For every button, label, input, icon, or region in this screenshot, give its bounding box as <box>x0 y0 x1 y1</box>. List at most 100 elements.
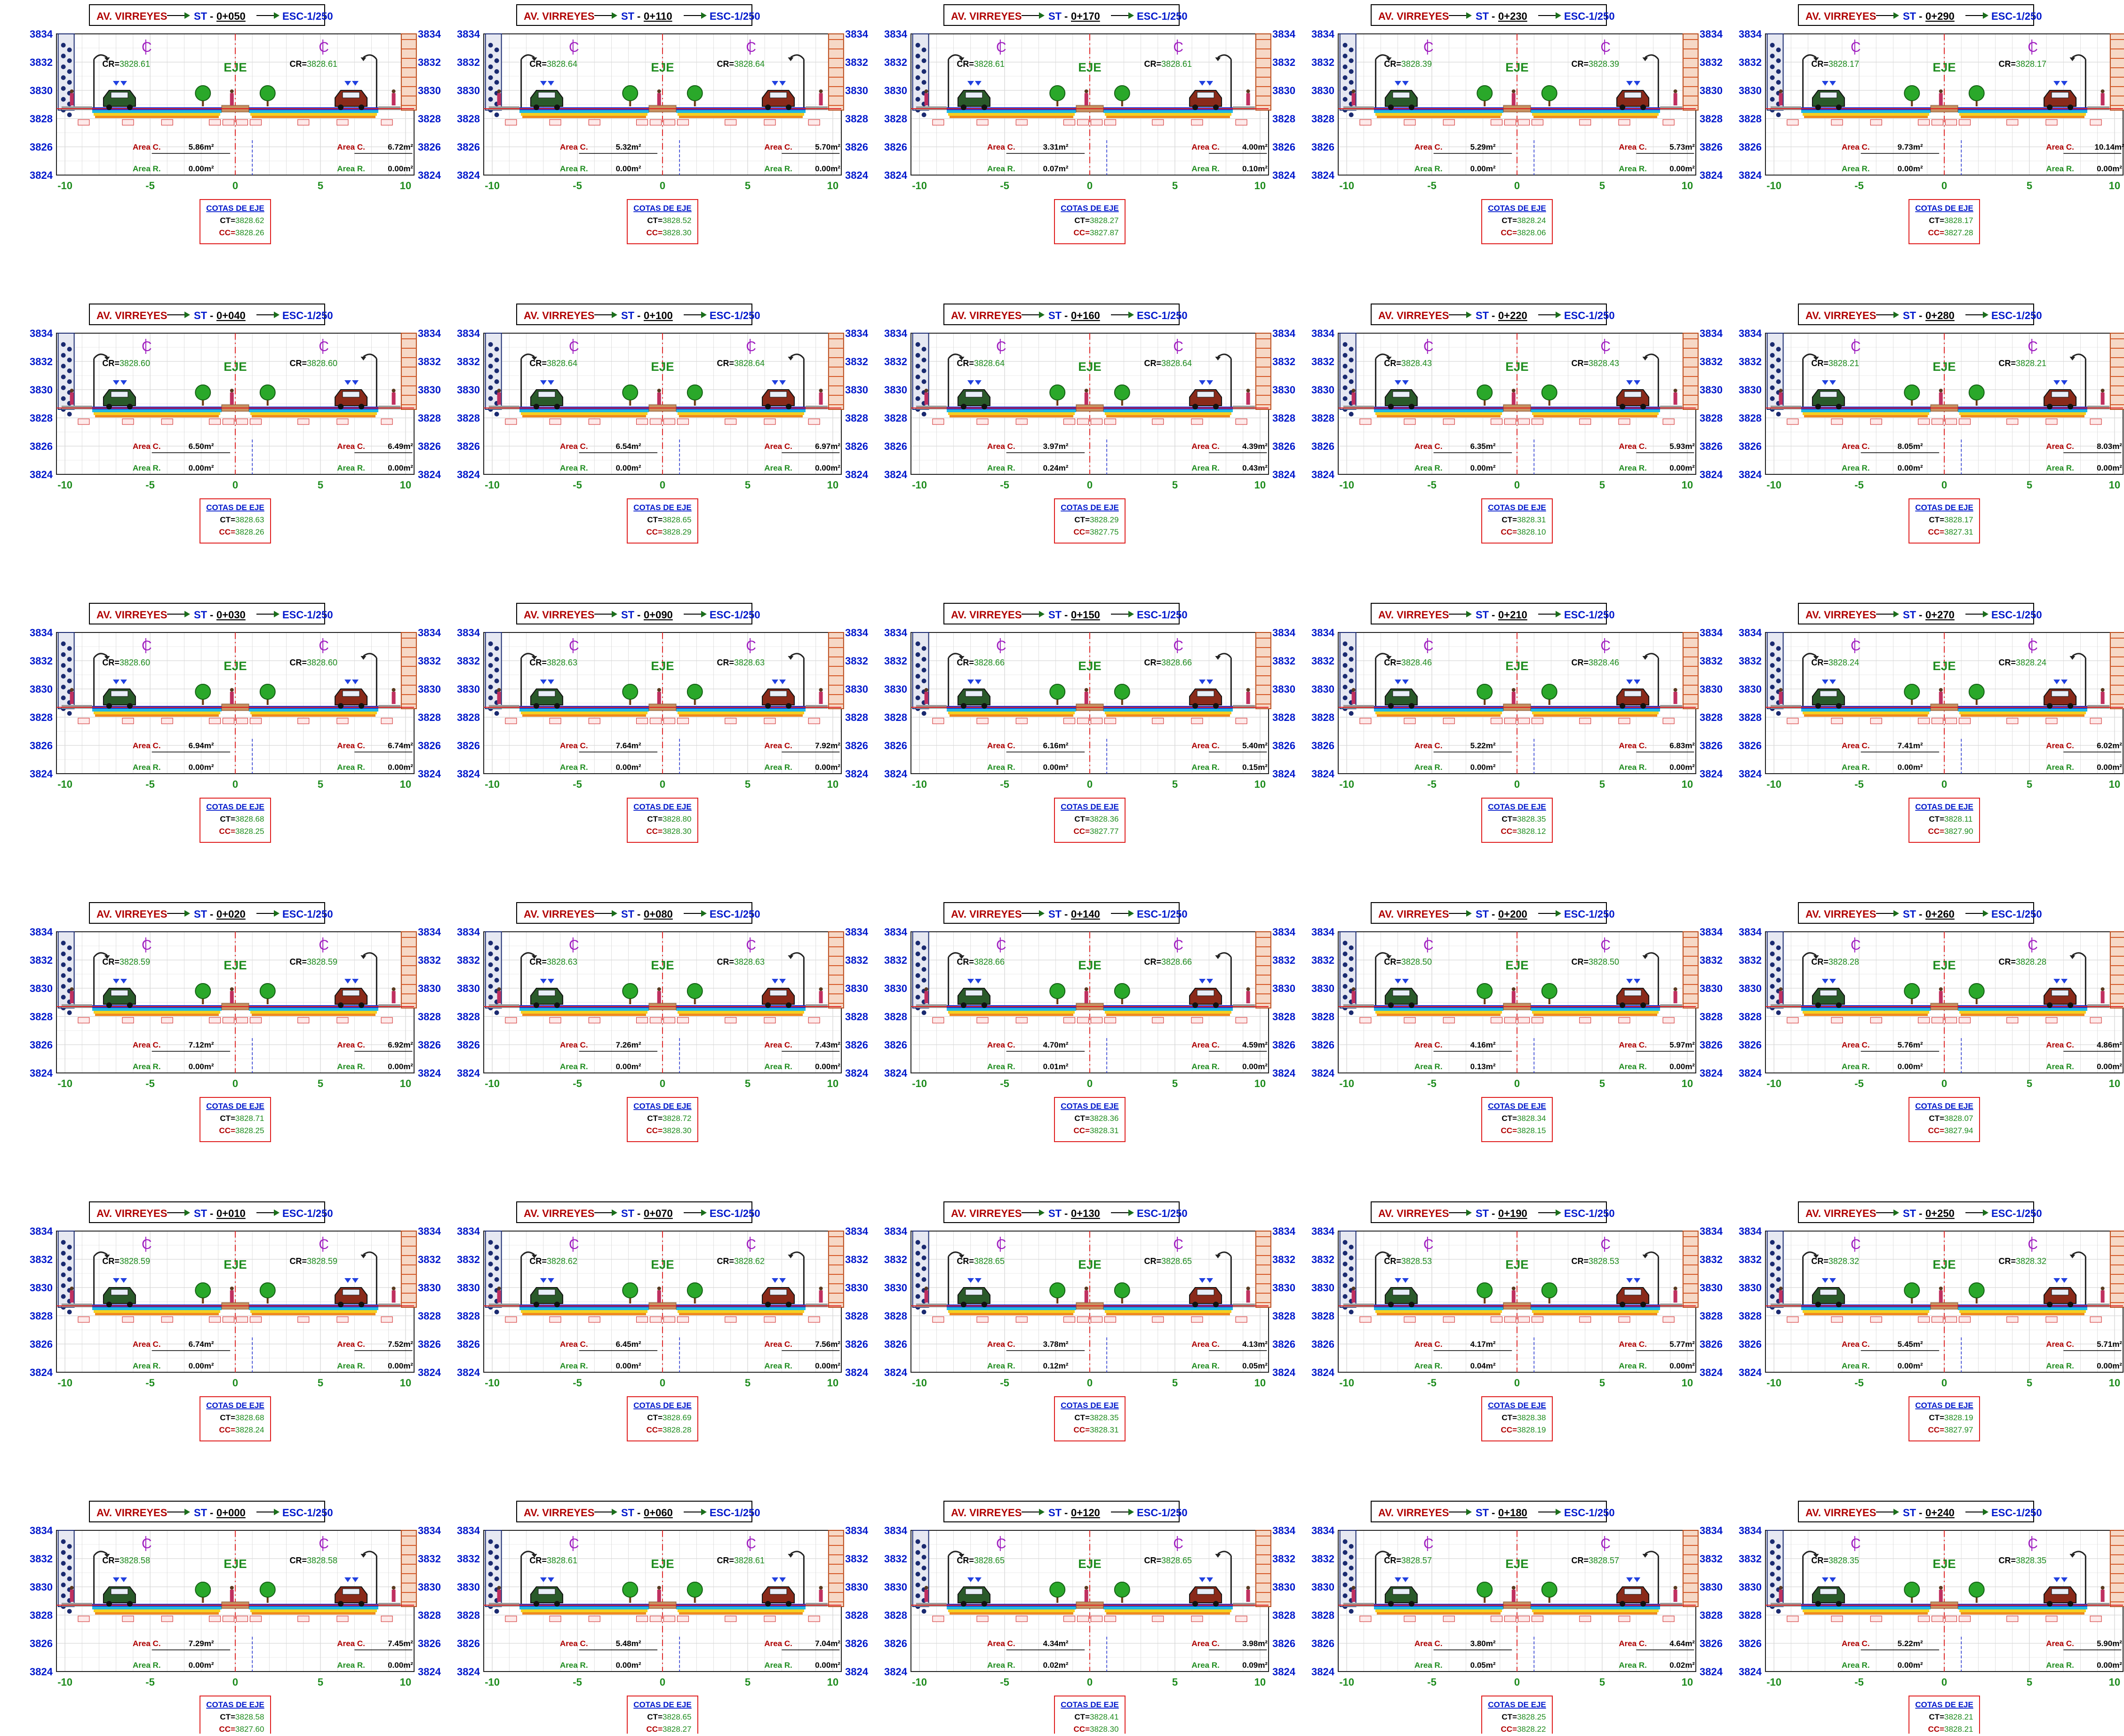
area-c-left-value: 5.32m² <box>616 143 641 152</box>
building-window <box>915 375 920 379</box>
area-c-left-value: 7.29m² <box>189 1639 214 1648</box>
building-window <box>1349 379 1354 384</box>
building-window <box>67 1544 72 1549</box>
ct-prefix: CT= <box>1501 815 1517 824</box>
lane-dimension-tag <box>1958 418 1971 425</box>
building-window <box>1770 1539 1775 1544</box>
road-name: AV. VIRREYES <box>1378 1507 1449 1519</box>
building-window <box>915 353 920 358</box>
y-tick-label-left: 3832 <box>1739 655 1762 667</box>
lane-dimension-tag <box>1491 1316 1503 1323</box>
eje-label: EJE <box>1932 1557 1956 1571</box>
building-window <box>494 1245 499 1249</box>
lane-dimension-tag <box>588 718 600 724</box>
pavement-layer-subbase <box>250 1011 377 1014</box>
building-right <box>2109 931 2124 1008</box>
area-r-left-value: 0.00m² <box>616 1062 641 1071</box>
cr-value: 3828.50 <box>1401 957 1432 967</box>
lane-dimension-tag <box>764 1616 776 1622</box>
pavement-layer-subbase <box>1959 412 2086 415</box>
road-name: AV. VIRREYES <box>96 10 167 22</box>
area-c-left-value: 5.76m² <box>1898 1040 1923 1049</box>
x-tick-label: -5 <box>1000 180 1009 192</box>
cc-value: 3828.25 <box>235 827 264 836</box>
building-window <box>488 941 493 945</box>
car-wheel <box>1192 104 1198 110</box>
lane-dimension-tag <box>161 1017 173 1024</box>
lane-dimension-tag <box>78 1616 90 1622</box>
building-right <box>1682 632 1699 709</box>
building-window <box>61 984 66 989</box>
lane-dimension-tag <box>1932 1616 1944 1622</box>
building-window <box>494 358 499 362</box>
cr-value: 3828.64 <box>1161 359 1192 368</box>
pavement-layer-subbase <box>250 712 377 714</box>
lamp-arm <box>790 653 805 658</box>
cc-prefix: CC= <box>647 1425 663 1434</box>
pavement-layer-subbase <box>1803 412 1930 415</box>
lane-dimension-tag <box>1090 1017 1102 1024</box>
pavement-layer-subgrade <box>95 1313 219 1315</box>
tree-icon <box>622 384 639 400</box>
x-tick-label: -5 <box>1000 1377 1009 1389</box>
pavement-layer-subgrade <box>1804 116 1928 118</box>
y-tick-label-left: 3830 <box>1739 384 1762 396</box>
x-tick-label: 0 <box>1087 1377 1093 1389</box>
arrow-head-icon <box>612 12 617 19</box>
centerline-symbol: C <box>142 937 152 953</box>
area-r-right-value: 0.00m² <box>2097 164 2122 173</box>
car-window <box>2051 391 2069 398</box>
y-tick-label-left: 3824 <box>1311 768 1335 780</box>
pavement-layer-subgrade <box>1106 116 1230 118</box>
arrow-head-icon <box>1039 12 1045 19</box>
cotas-title: COTAS DE EJE <box>206 802 264 811</box>
building-window <box>1776 657 1781 662</box>
station-label: 0+200 <box>1498 908 1527 920</box>
x-tick-label: 10 <box>827 1377 838 1389</box>
x-tick-label: 5 <box>318 778 323 790</box>
cotas-title: COTAS DE EJE <box>1488 802 1546 811</box>
building-window <box>915 973 920 978</box>
lamp-arm <box>1802 952 1817 958</box>
pedestrian-head <box>230 987 234 991</box>
arrow-head-icon <box>1039 910 1045 917</box>
direction-marker-icon <box>1634 380 1641 385</box>
car-wheel <box>1408 703 1414 709</box>
lamp-arm <box>1375 1551 1389 1556</box>
y-tick-label-left: 3832 <box>1311 56 1334 68</box>
road-name: AV. VIRREYES <box>524 1507 594 1519</box>
building-window <box>494 80 499 85</box>
car-wheel <box>1388 1302 1394 1307</box>
pedestrian-head <box>1246 389 1250 392</box>
car-wheel <box>1836 1302 1842 1307</box>
cr-prefix: CR= <box>529 658 547 667</box>
building-window <box>488 75 493 80</box>
building-right <box>1255 1231 1271 1308</box>
car-wheel <box>981 1601 987 1607</box>
building-window <box>61 364 66 368</box>
lamp-head-icon <box>531 955 537 959</box>
lane-dimension-tag <box>1870 1616 1882 1622</box>
lamp-head-icon <box>788 1554 794 1558</box>
ct-value: 3828.31 <box>1517 515 1546 524</box>
area-c-label-left: Area C. <box>1414 1340 1443 1349</box>
cc-value: 3828.29 <box>663 528 691 536</box>
area-r-right-value: 0.00m² <box>1669 464 1695 472</box>
area-c-label-right: Area C. <box>1191 143 1220 152</box>
y-tick-label-right: 3832 <box>1272 56 1295 68</box>
lane-dimension-tag <box>2045 718 2058 724</box>
arrow-head-icon <box>701 312 707 318</box>
building-right <box>1682 1231 1699 1308</box>
lane-dimension-tag <box>1104 1316 1116 1323</box>
direction-marker-icon <box>1206 81 1214 86</box>
area-r-label-right: Area R. <box>1191 1062 1220 1071</box>
cotas-title: COTAS DE EJE <box>1488 503 1546 512</box>
section-header <box>1371 1501 1607 1522</box>
area-c-left-value: 4.17m² <box>1470 1340 1496 1349</box>
lamp-arm <box>363 353 377 359</box>
y-tick-label-right: 3824 <box>418 1666 441 1678</box>
building-right <box>1682 333 1699 410</box>
ct-prefix: CT= <box>647 815 663 824</box>
cr-prefix: CR= <box>1144 1556 1161 1565</box>
